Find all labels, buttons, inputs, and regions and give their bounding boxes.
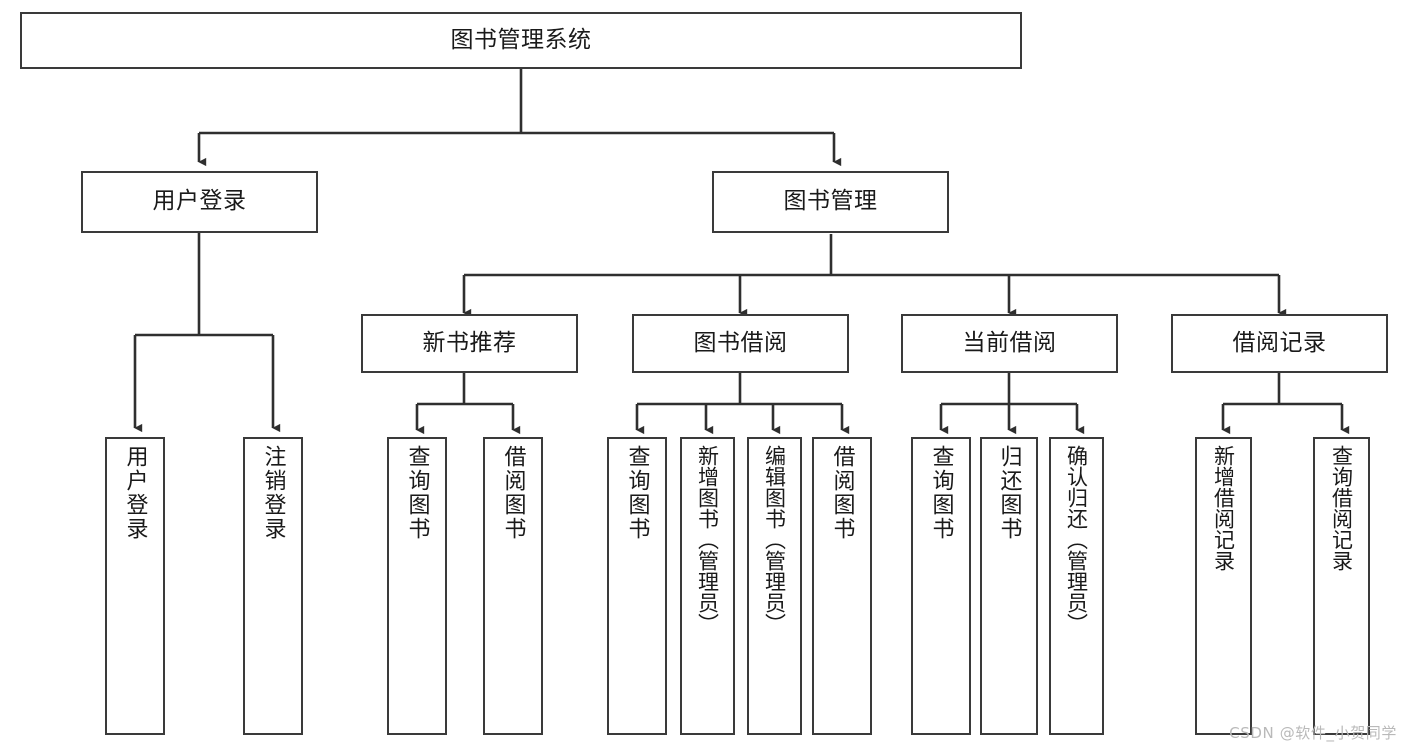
csdn-watermark: CSDN @软件_小贺同学 [1229, 724, 1397, 742]
node-current-borrow[interactable]: 当前借阅 [901, 314, 1118, 373]
leaf-book-borrow-edit-book-admin[interactable]: 编辑图书（管理员） [747, 437, 802, 735]
node-label: 归还图书 [996, 445, 1022, 541]
node-label: 新书推荐 [422, 329, 517, 356]
leaf-book-borrow-borrow-book[interactable]: 借阅图书 [812, 437, 872, 735]
node-label: 编辑图书（管理员） [762, 445, 787, 634]
leaf-new-book-query-book[interactable]: 查询图书 [387, 437, 447, 735]
node-label: 查询图书 [404, 445, 430, 541]
leaf-borrow-record-add-record[interactable]: 新增借阅记录 [1195, 437, 1252, 735]
node-label: 借阅记录 [1232, 329, 1327, 356]
node-label: 注销登录 [260, 445, 286, 541]
node-borrow-record[interactable]: 借阅记录 [1171, 314, 1388, 373]
node-label: 新增借阅记录 [1211, 445, 1236, 571]
leaf-user-login-login[interactable]: 用户登录 [105, 437, 165, 735]
node-label: 新增图书（管理员） [695, 445, 720, 634]
node-label: 借阅图书 [829, 445, 855, 541]
node-label: 确认归还（管理员） [1064, 445, 1089, 634]
node-label: 用户登录 [122, 445, 148, 541]
leaf-current-borrow-confirm-return-admin[interactable]: 确认归还（管理员） [1049, 437, 1104, 735]
leaf-new-book-borrow-book[interactable]: 借阅图书 [483, 437, 543, 735]
node-new-book-recommend[interactable]: 新书推荐 [361, 314, 578, 373]
node-label: 查询图书 [928, 445, 954, 541]
node-label: 当前借阅 [962, 329, 1057, 356]
node-label: 用户登录 [152, 188, 247, 215]
node-root-system[interactable]: 图书管理系统 [20, 12, 1022, 69]
leaf-user-login-logout[interactable]: 注销登录 [243, 437, 303, 735]
node-label: 图书管理 [783, 188, 878, 215]
leaf-book-borrow-query-book[interactable]: 查询图书 [607, 437, 667, 735]
leaf-current-borrow-return-book[interactable]: 归还图书 [980, 437, 1038, 735]
node-user-login[interactable]: 用户登录 [81, 171, 318, 233]
leaf-book-borrow-add-book-admin[interactable]: 新增图书（管理员） [680, 437, 735, 735]
node-label: 图书管理系统 [450, 26, 592, 53]
node-label: 借阅图书 [500, 445, 526, 541]
node-book-borrow[interactable]: 图书借阅 [632, 314, 849, 373]
node-label: 图书借阅 [693, 329, 788, 356]
node-label: 查询借阅记录 [1329, 445, 1354, 571]
leaf-current-borrow-query-book[interactable]: 查询图书 [911, 437, 971, 735]
node-label: 查询图书 [624, 445, 650, 541]
leaf-borrow-record-query-record[interactable]: 查询借阅记录 [1313, 437, 1370, 735]
node-book-management[interactable]: 图书管理 [712, 171, 949, 233]
